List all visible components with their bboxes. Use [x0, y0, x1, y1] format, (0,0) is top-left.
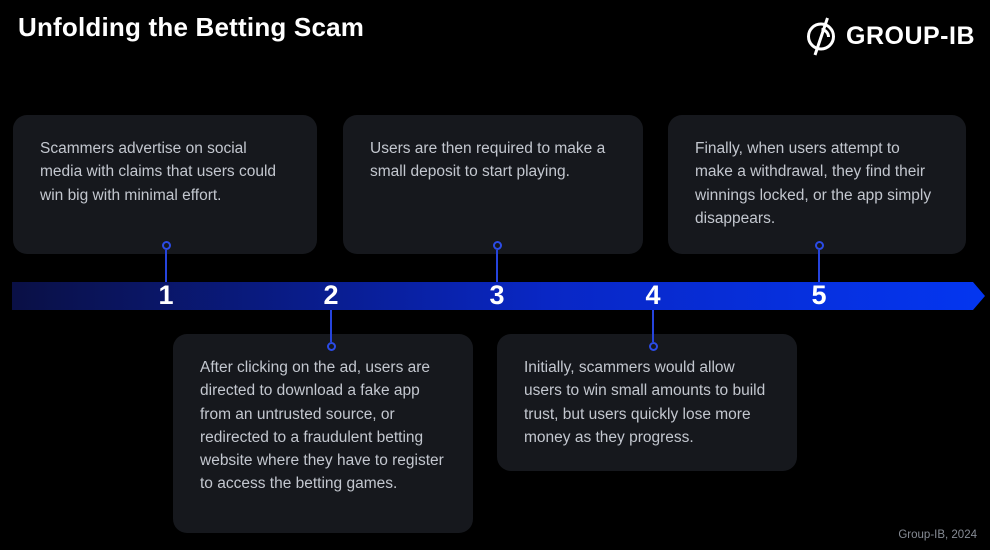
step-number-1: 1 — [158, 280, 174, 310]
group-ib-logo-icon — [803, 16, 839, 57]
connector-dot-icon — [648, 342, 658, 351]
connector-dot-icon — [326, 342, 336, 351]
connector-line — [165, 250, 167, 282]
step-card-3: Users are then required to make a small … — [343, 115, 643, 254]
step-card-4: Initially, scammers would allow users to… — [497, 334, 797, 471]
connector-dot-icon — [814, 241, 824, 250]
connector-step-5 — [814, 241, 824, 282]
step-card-1: Scammers advertise on social media with … — [13, 115, 317, 254]
step-card-5: Finally, when users attempt to make a wi… — [668, 115, 966, 254]
page-title: Unfolding the Betting Scam — [18, 12, 365, 42]
connector-line — [496, 250, 498, 282]
connector-dot-icon — [492, 241, 502, 250]
timeline-arrow-bar — [12, 282, 985, 310]
step-number-2: 2 — [323, 280, 339, 310]
connector-step-3 — [492, 241, 502, 282]
connector-step-1 — [161, 241, 171, 282]
step-card-2-text: After clicking on the ad, users are dire… — [200, 359, 444, 493]
step-card-4-text: Initially, scammers would allow users to… — [524, 359, 766, 446]
step-number-5: 5 — [811, 280, 827, 310]
step-card-2: After clicking on the ad, users are dire… — [173, 334, 473, 533]
source-credit: Group-IB, 2024 — [898, 529, 977, 541]
brand-name: GROUP-IB — [846, 22, 975, 50]
connector-line — [652, 310, 654, 342]
connector-step-4 — [648, 310, 658, 351]
connector-dot-icon — [161, 241, 171, 250]
connector-step-2 — [326, 310, 336, 351]
connector-line — [818, 250, 820, 282]
step-number-3: 3 — [489, 280, 505, 310]
connector-line — [330, 310, 332, 342]
step-card-1-text: Scammers advertise on social media with … — [40, 140, 277, 204]
brand-lockup: GROUP-IB — [803, 16, 975, 57]
step-number-4: 4 — [645, 280, 661, 310]
step-card-5-text: Finally, when users attempt to make a wi… — [695, 140, 932, 227]
step-card-3-text: Users are then required to make a small … — [370, 140, 606, 181]
